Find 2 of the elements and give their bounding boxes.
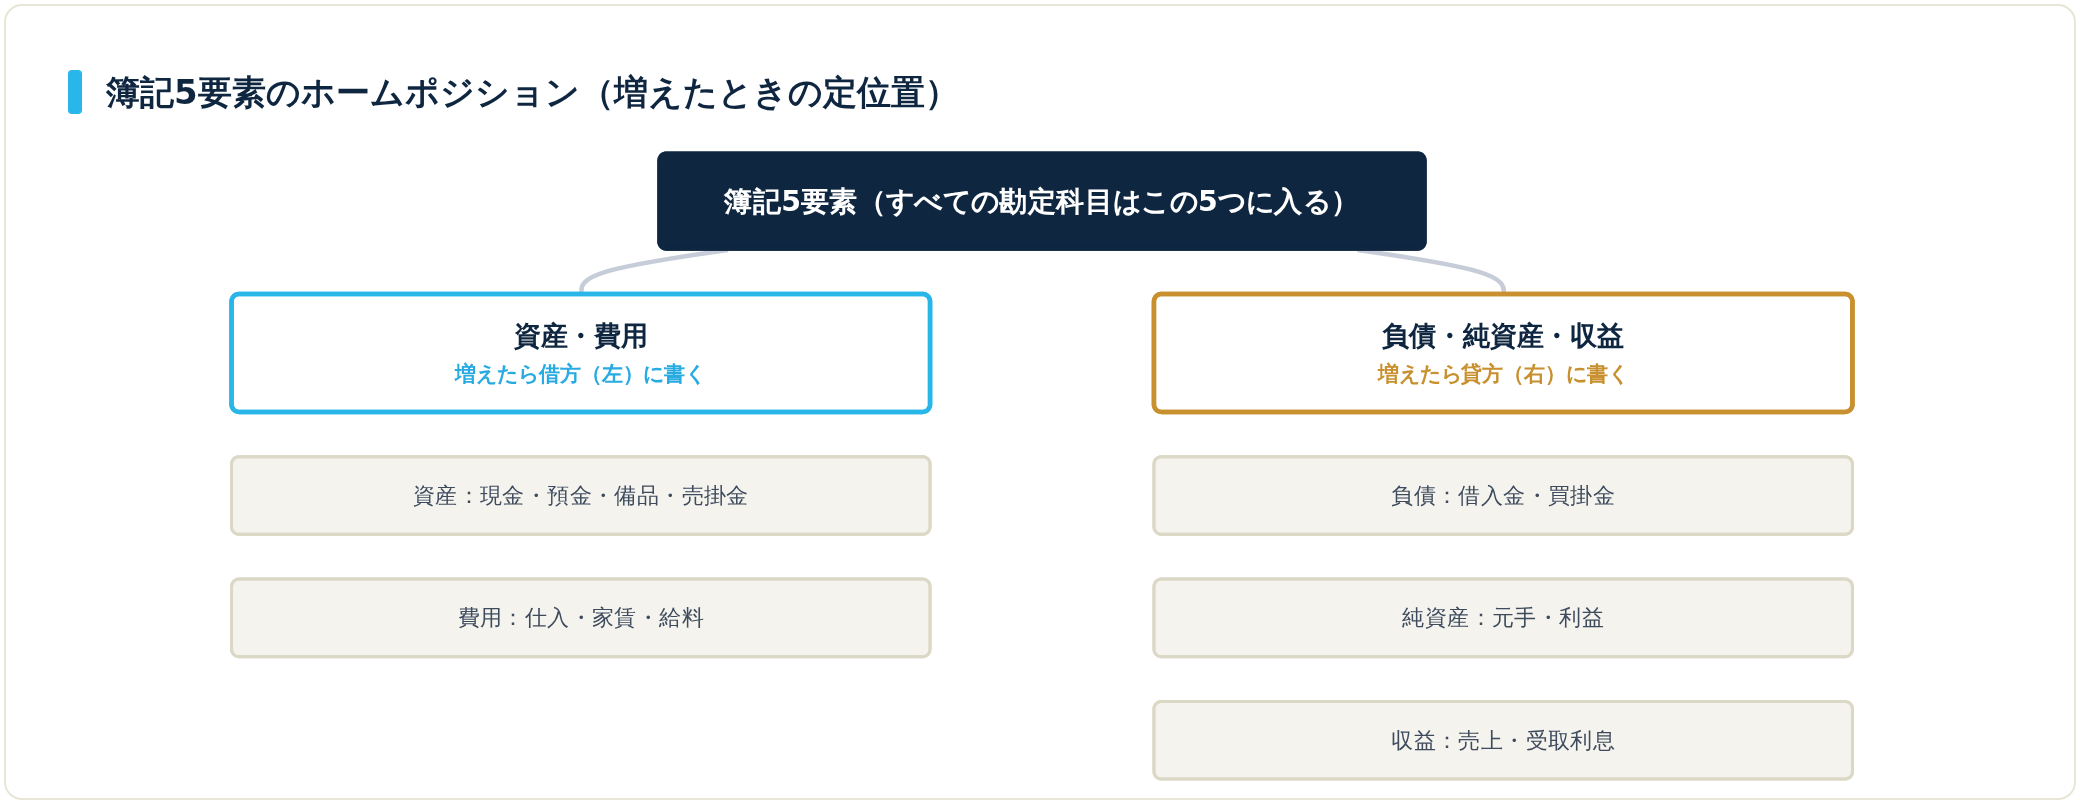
card-panel: 簿記5要素（すべての勘定科目はこの5つに入る） 資産・費用 増えたら借方（左）に書く 資産：現金・預金・備品・売掛金 費用：仕入・家賃・給料 負債・純資産・収益 増えたら貸方（右）に書く 負債：借入金・買掛金 純資産：元手・利益 収益：売上・受取利息 簿記5要素のホームポジション（増えたときの定位置） — [4, 4, 2076, 800]
diagram-title: 簿記5要素のホームポジション（増えたときの定位置） — [106, 71, 959, 114]
